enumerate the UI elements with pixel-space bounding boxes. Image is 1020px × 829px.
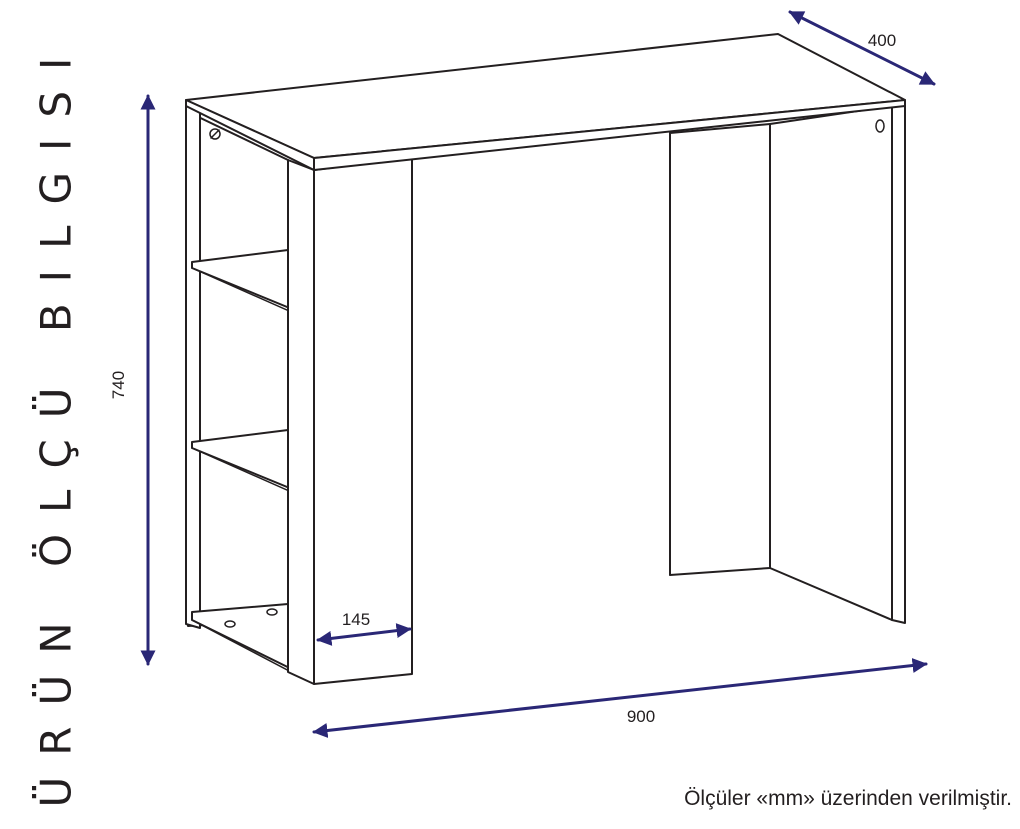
dimension-width: 900 (312, 658, 928, 738)
mounting-hole-left (209, 128, 221, 140)
dimension-width-label: 900 (627, 707, 655, 726)
left-cabinet-divider (287, 159, 315, 685)
dimension-depth-line (788, 10, 936, 86)
desk-illustration (185, 33, 906, 685)
dimension-height: 740 (109, 94, 156, 666)
dimension-shelf-width-label: 145 (342, 610, 370, 629)
right-leg-front-edge (891, 103, 906, 624)
dimension-width-line (312, 658, 928, 738)
left-cabinet-back-panel (187, 111, 289, 627)
shelf-hole-1 (224, 620, 236, 628)
dimension-shelf-width: 145 (316, 610, 412, 646)
dimension-depth-label: 400 (868, 31, 896, 50)
shelf-hole-2 (266, 608, 278, 616)
left-cabinet-outer-side (185, 101, 201, 629)
dimension-depth: 400 (788, 10, 936, 86)
right-leg-side-panel (769, 105, 893, 621)
dimension-height-label: 740 (109, 371, 128, 399)
dimension-shelf-width-line (316, 623, 412, 646)
mounting-hole-right (875, 119, 885, 133)
right-leg-inner-panel (669, 123, 771, 576)
tabletop-left-edge (185, 99, 315, 171)
left-cabinet-front-panel (313, 157, 413, 685)
product-dimension-title: ÜRÜN ÖLÇÜ BILGISI (31, 36, 81, 808)
units-note: Ölçüler «mm» üzerinden verilmiştir. (684, 787, 1012, 810)
